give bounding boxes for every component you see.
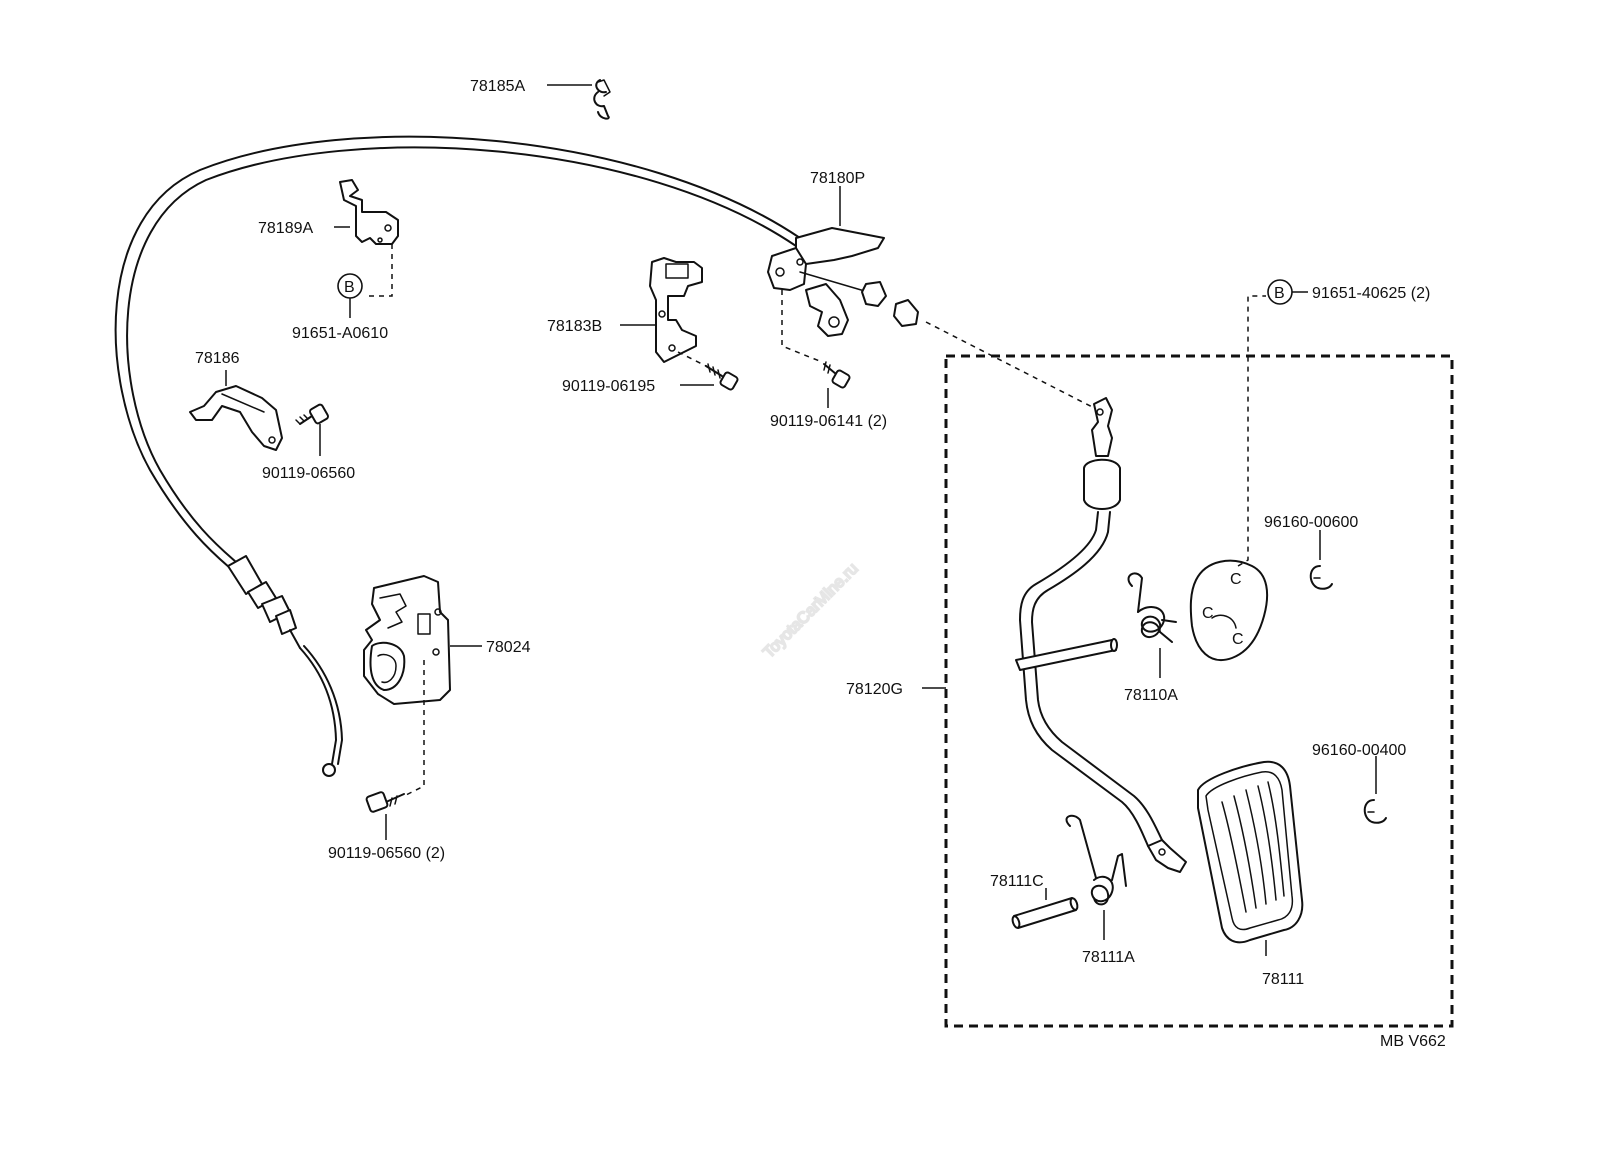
clip-78185A <box>593 79 611 120</box>
pedal-lever-78120G <box>1019 397 1187 873</box>
spring-78111A <box>1065 814 1127 906</box>
label-78111A: 78111A <box>1082 949 1135 966</box>
spring-78110A <box>1127 572 1177 643</box>
bracket-78186 <box>189 385 283 451</box>
bracket-78180P <box>767 227 919 337</box>
bracket-78183B <box>649 257 703 363</box>
clip-c-top: C <box>1230 571 1242 588</box>
pedal-assembly-box <box>944 354 1454 1028</box>
bolt-90119-06560-b <box>365 791 405 813</box>
label-96160-00400: 96160-00400 <box>1312 742 1406 759</box>
pin-78111C <box>1011 897 1079 929</box>
watermark: ToyotaCarMine.ru <box>760 560 861 661</box>
label-78111C: 78111C <box>990 873 1044 890</box>
label-78180P: 78180P <box>810 170 865 187</box>
pedal-pad-78111 <box>1197 760 1304 944</box>
cover-plate: C C C <box>1189 559 1269 661</box>
label-78183B: 78183B <box>547 318 602 335</box>
label-78189A: 78189A <box>258 220 313 237</box>
label-78024: 78024 <box>486 639 531 656</box>
label-96160-00600: 96160-00600 <box>1264 514 1358 531</box>
label-78186: 78186 <box>195 350 240 367</box>
label-78110A: 78110A <box>1124 687 1178 704</box>
label-90119-06560: 90119-06560 <box>262 465 355 482</box>
pivot-shaft <box>1015 638 1118 671</box>
label-91651-40625: 91651-40625 (2) <box>1312 285 1430 302</box>
label-78120G: 78120G <box>846 681 903 698</box>
clip-c-bottom: C <box>1232 631 1244 648</box>
clip-c-left: C <box>1202 605 1214 622</box>
label-90119-06195: 90119-06195 <box>562 378 655 395</box>
e-ring-96160-00600 <box>1309 565 1333 590</box>
label-78185A: 78185A <box>470 78 525 95</box>
label-78111: 78111 <box>1262 971 1304 988</box>
bolt-90119-06141 <box>823 361 851 389</box>
bolt-90119-06195 <box>705 363 739 391</box>
callout-b-right: B <box>1274 285 1285 302</box>
label-91651-A0610: 91651-A0610 <box>292 325 388 342</box>
bolt-90119-06560-a <box>295 403 329 425</box>
accelerator-cable <box>114 135 801 777</box>
callout-b-left: B <box>344 279 355 296</box>
bracket-78189A <box>339 179 399 245</box>
e-ring-96160-00400 <box>1363 799 1387 824</box>
bracket-78024 <box>363 575 451 705</box>
diagram-code: MB V662 <box>1380 1033 1446 1050</box>
label-90119-06560-2: 90119-06560 (2) <box>328 845 445 862</box>
label-90119-06141: 90119-06141 (2) <box>770 413 887 430</box>
